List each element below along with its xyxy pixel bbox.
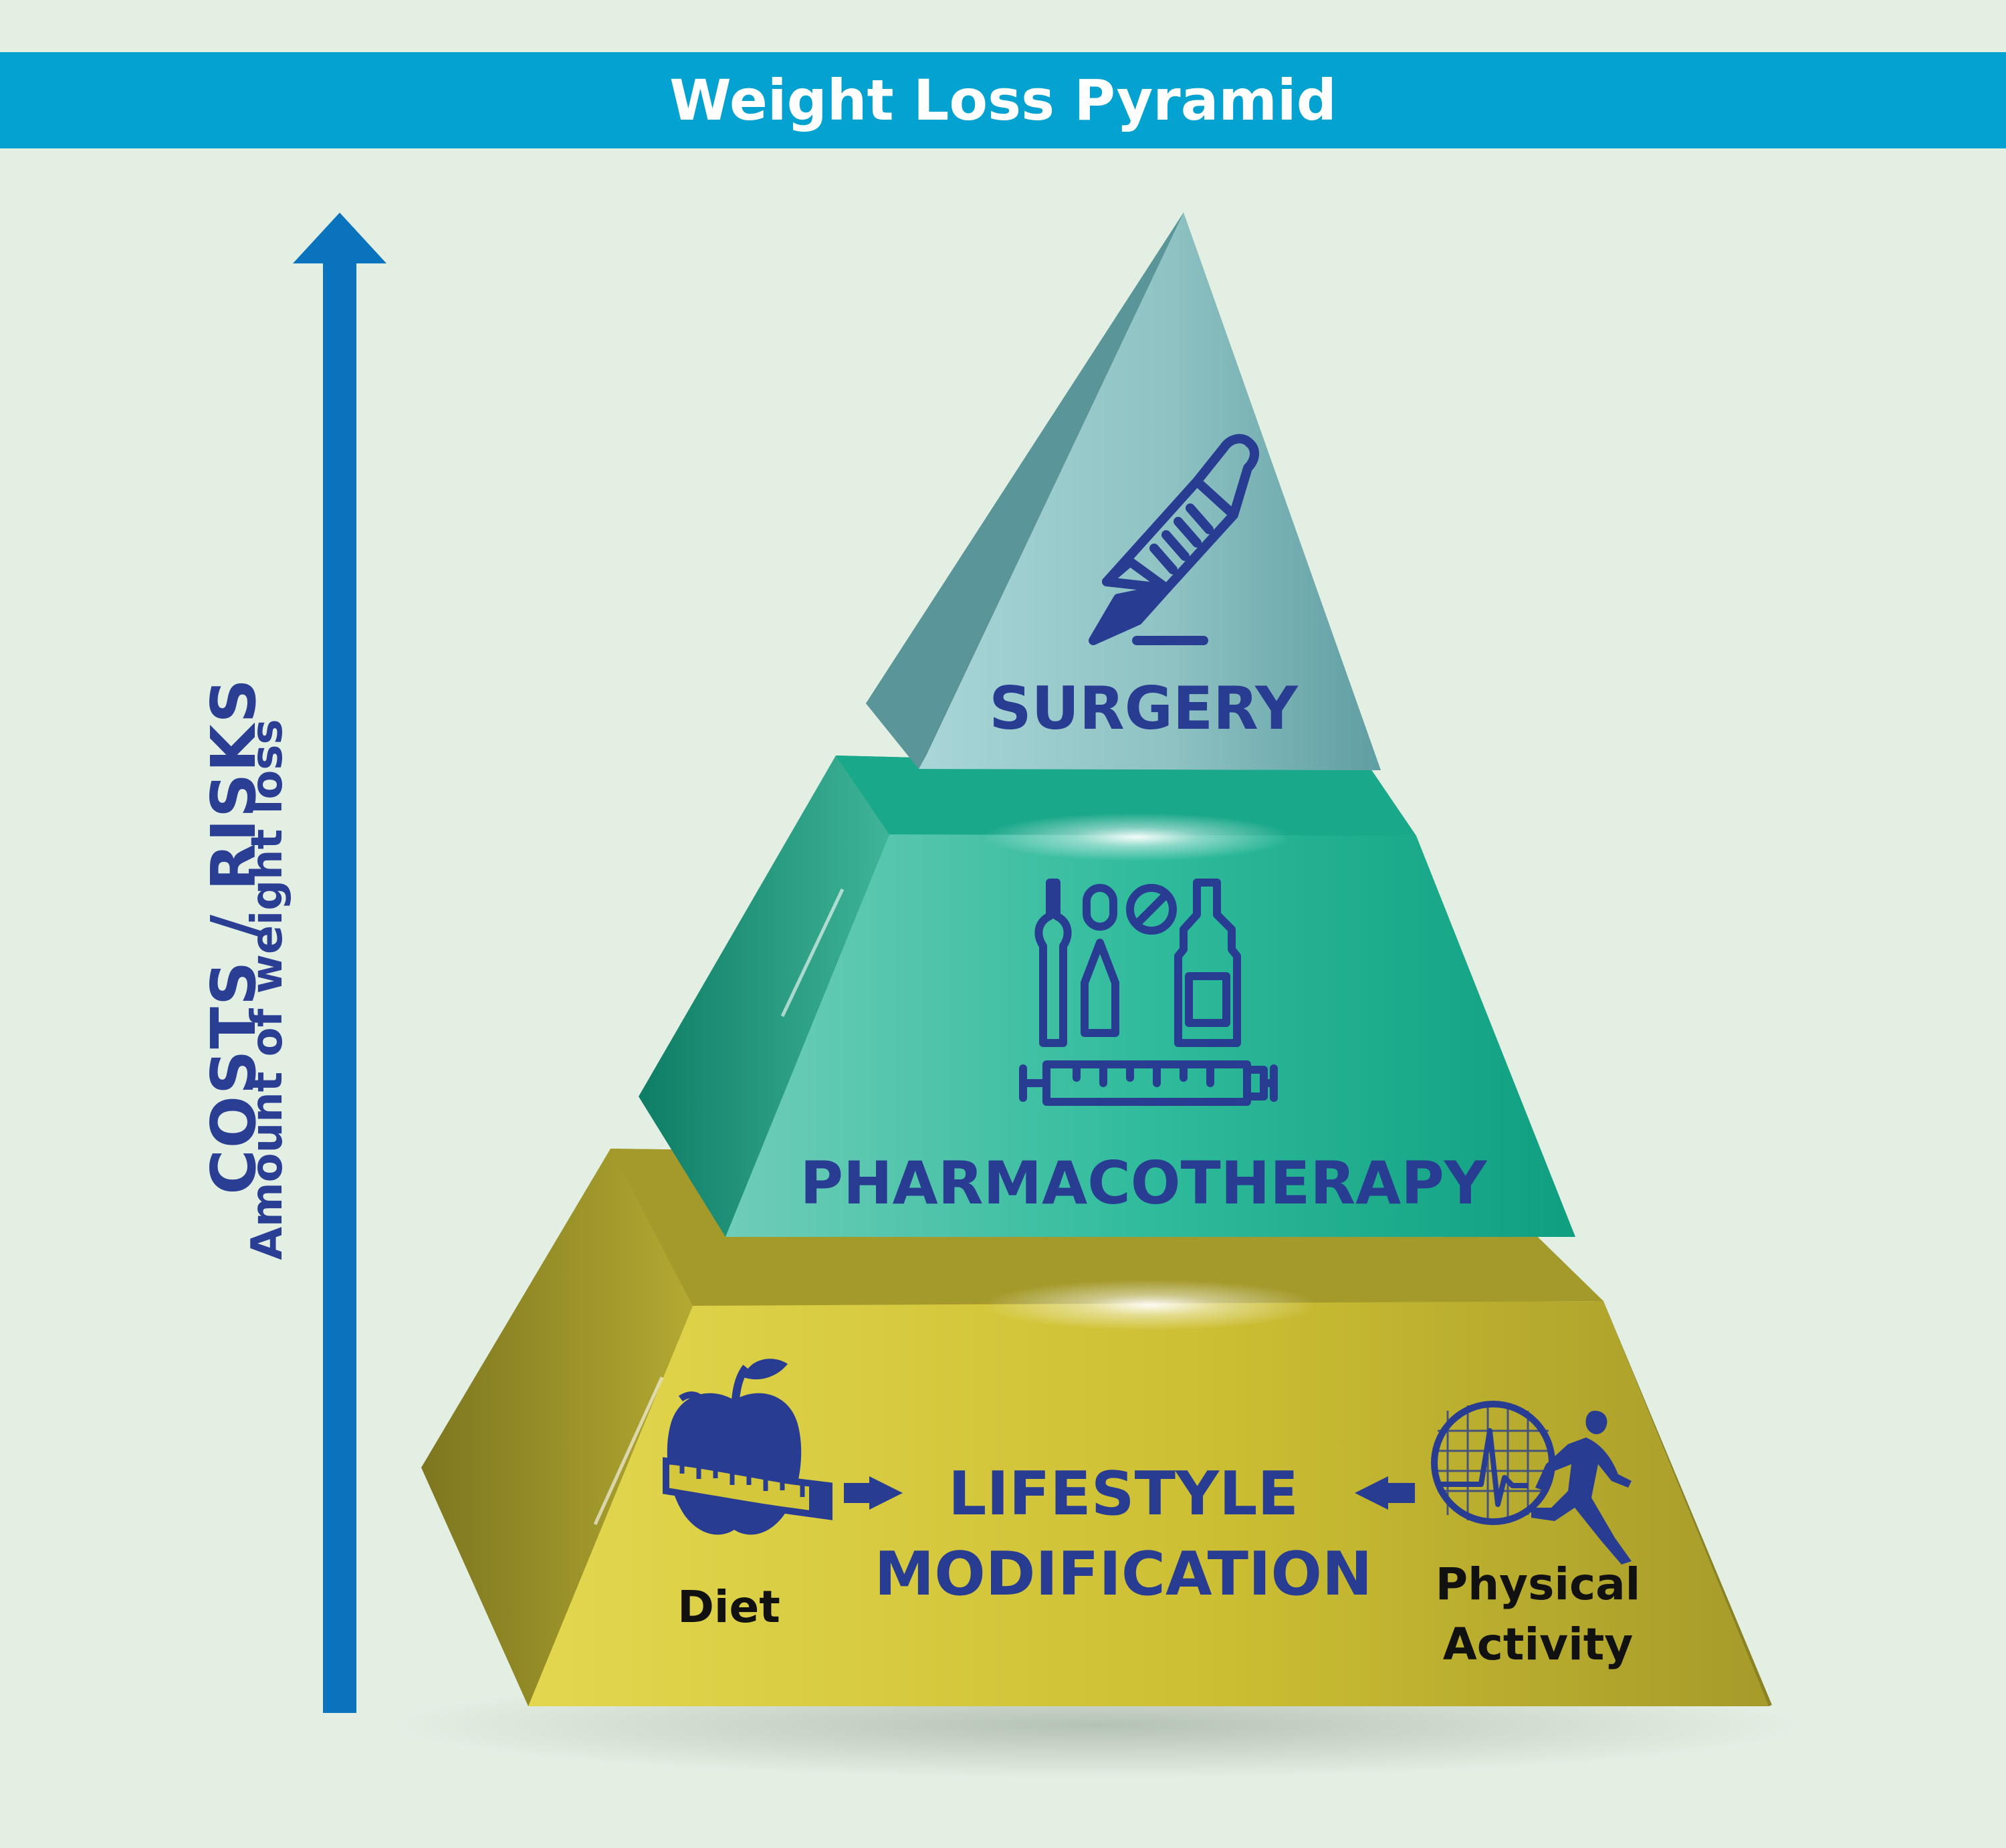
edge-highlight [593,1376,664,1526]
glow-highlight [983,1280,1317,1331]
glow-highlight [983,813,1291,861]
lifestyle-label-line1: LIFESTYLE [948,1459,1299,1529]
physical-activity-label-line1: Physical [1435,1558,1641,1610]
title-bar: Weight Loss Pyramid [0,52,2006,148]
surgery-layer [866,213,1381,770]
medications-syringe-icon [1019,879,1278,1106]
surgery-label: SURGERY [989,674,1298,743]
physical-activity-label-line2: Activity [1442,1619,1634,1670]
costs-risks-arrow [293,213,386,1713]
pharmacotherapy-label: PHARMACOTHERAPY [800,1149,1487,1218]
page-title: Weight Loss Pyramid [669,68,1337,133]
runner-heartbeat-icon [1431,1401,1632,1565]
arrow-left-icon [1355,1476,1415,1510]
weight-loss-amount-label: Amount of weight loss [243,719,292,1260]
lifestyle-label-line2: MODIFICATION [874,1539,1373,1609]
pharmacotherapy-layer [639,756,1575,1237]
arrow-right-icon [844,1476,903,1510]
diet-label: Diet [677,1581,780,1633]
edge-highlight [780,888,845,1018]
apple-measuring-tape-icon [663,1359,832,1535]
scalpel-icon [1089,434,1259,645]
